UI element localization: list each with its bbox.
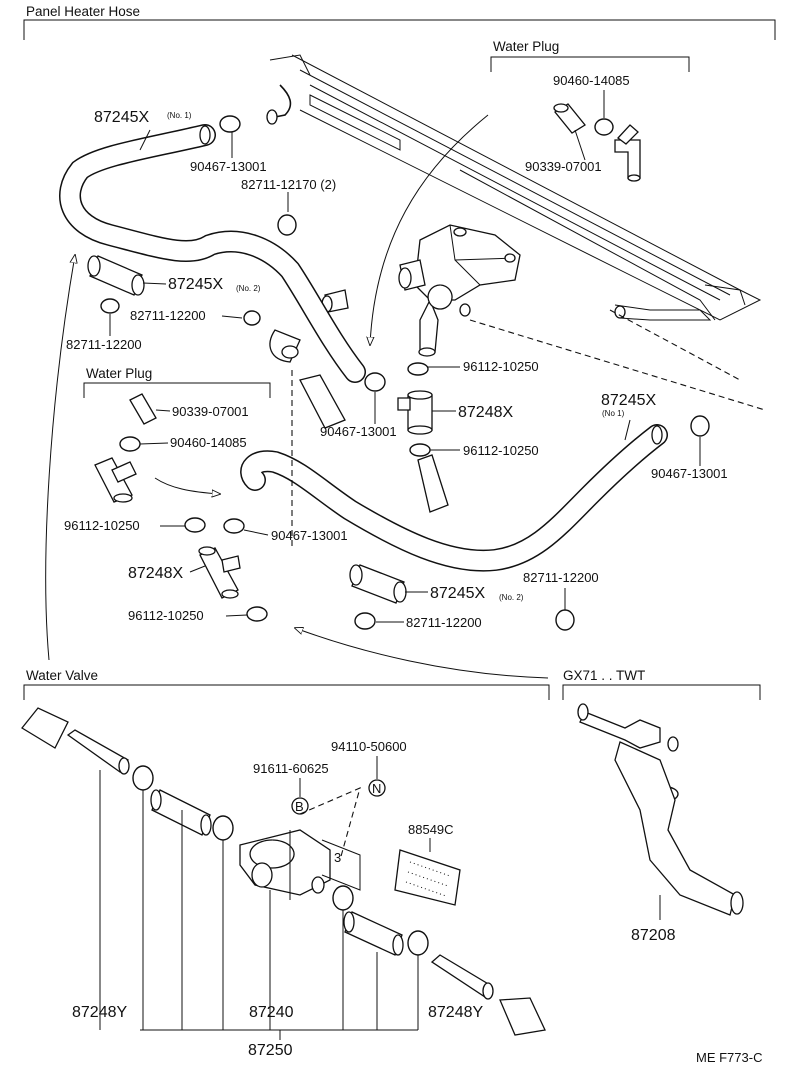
- heater-duct-assembly: [266, 54, 762, 321]
- label-87245x-no1-top: 87245X: [94, 109, 149, 126]
- label-90467-13001-b: 90467-13001: [320, 424, 397, 439]
- panel-heater-hose-title: Panel Heater Hose: [26, 4, 140, 19]
- label-87245x-no1-right: 87245X: [601, 392, 656, 409]
- label-90339-07001-left: 90339-07001: [172, 404, 249, 419]
- water-plug-top-section: Water Plug: [490, 39, 690, 72]
- marker-b: B: [295, 799, 304, 814]
- heater-valve-block: [321, 224, 521, 357]
- label-no1-top-suffix: (No. 1): [167, 111, 192, 120]
- label-82711-12200-d: 82711-12200: [523, 570, 599, 585]
- hose-center-stub: [269, 329, 449, 513]
- hose-87245x-no1-top: [59, 124, 366, 383]
- water-plug-top-parts: [553, 103, 641, 182]
- gx71-heater-pipe-87208: [577, 703, 744, 916]
- water-plug-left-parts: [94, 393, 157, 503]
- part-labels: 87245X (No. 1) 90467-13001 82711-12170 (…: [64, 73, 762, 1065]
- label-87248x-left: 87248X: [128, 565, 183, 582]
- label-88549c: 88549C: [408, 822, 454, 837]
- label-87248y-left: 87248Y: [72, 1004, 127, 1021]
- label-96112-10250-c: 96112-10250: [64, 518, 140, 533]
- valve-fastener-markers: B N: [291, 779, 386, 861]
- label-87250: 87250: [248, 1042, 293, 1059]
- pipe-87248x-center: [397, 390, 433, 435]
- label-82711-12200-c: 82711-12200: [406, 615, 482, 630]
- gx71-twt-section: GX71 . . TWT: [562, 668, 761, 700]
- marker-n: N: [372, 781, 381, 796]
- label-87248x-center: 87248X: [458, 404, 513, 421]
- hose-87245x-no2-left: [87, 255, 145, 296]
- label-82711-12200-b: 82711-12200: [130, 308, 206, 323]
- label-96112-10250-a: 96112-10250: [463, 359, 539, 374]
- label-91611-60625: 91611-60625: [253, 761, 329, 776]
- label-87248y-right: 87248Y: [428, 1004, 483, 1021]
- label-90467-13001-a: 90467-13001: [190, 159, 267, 174]
- panel-heater-hose-section: Panel Heater Hose: [23, 4, 776, 40]
- label-94110-50600: 94110-50600: [331, 739, 407, 754]
- label-87208: 87208: [631, 927, 676, 944]
- hose-87245x-no1-right: [240, 424, 668, 572]
- label-96112-10250-d: 96112-10250: [128, 608, 204, 623]
- label-87240: 87240: [249, 1004, 294, 1021]
- label-no2-left-suffix: (No. 2): [236, 284, 261, 293]
- water-valve-assembly: 3: [21, 707, 546, 1036]
- label-90339-07001-top: 90339-07001: [525, 159, 602, 174]
- water-plug-left-title: Water Plug: [86, 366, 152, 381]
- water-plug-left-section: Water Plug: [83, 366, 271, 398]
- figure-code: ME F773-C: [696, 1050, 762, 1065]
- label-90460-14085-left: 90460-14085: [170, 435, 247, 450]
- water-valve-leaders: [99, 770, 419, 1040]
- label-82711-12170: 82711-12170 (2): [241, 177, 336, 192]
- label-87245x-no2-right: 87245X: [430, 585, 485, 602]
- label-96112-10250-b: 96112-10250: [463, 443, 539, 458]
- label-82711-12200-a: 82711-12200: [66, 337, 142, 352]
- water-plug-top-title: Water Plug: [493, 39, 559, 54]
- clamps: [100, 115, 710, 956]
- water-valve-section: Water Valve: [23, 668, 550, 700]
- label-no1-right-suffix: (No 1): [602, 409, 625, 418]
- bracket-mark-3: 3: [334, 850, 341, 865]
- label-90467-13001-d: 90467-13001: [271, 528, 348, 543]
- gx71-twt-title: GX71 . . TWT: [563, 668, 645, 683]
- label-87245x-no2-left: 87245X: [168, 276, 223, 293]
- flow-arrows: [45, 114, 766, 679]
- pipe-87248x-left: [198, 546, 241, 599]
- label-90467-13001-c: 90467-13001: [651, 466, 728, 481]
- label-no2-right-suffix: (No. 2): [499, 593, 524, 602]
- hose-87245x-no2-right: [349, 564, 407, 604]
- label-90460-14085-top: 90460-14085: [553, 73, 630, 88]
- water-valve-title: Water Valve: [26, 668, 98, 683]
